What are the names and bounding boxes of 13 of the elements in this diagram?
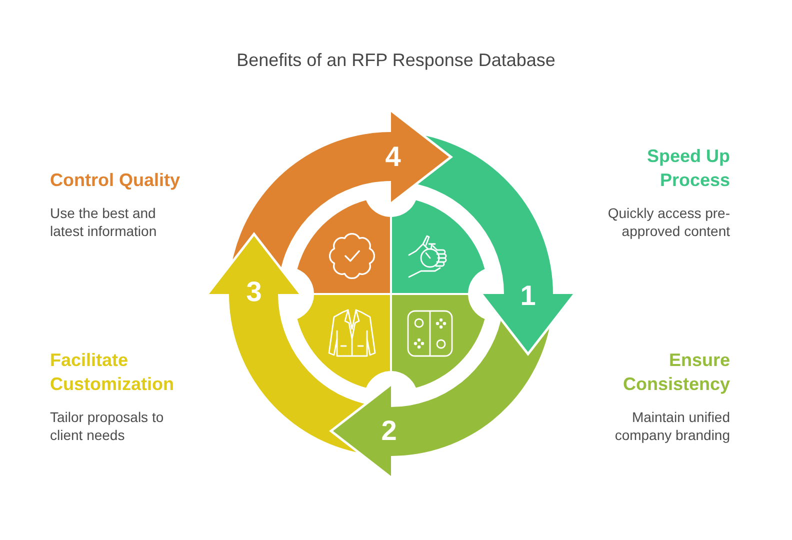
step-number: 3 xyxy=(246,277,262,307)
benefit-description: Maintain unified company branding xyxy=(614,408,730,444)
benefit-heading: Facilitate Customization xyxy=(50,349,175,396)
step-number: 2 xyxy=(381,416,397,446)
benefit-description: Use the best and latest information xyxy=(50,204,158,240)
step-number: 1 xyxy=(520,281,536,311)
step-number: 4 xyxy=(385,142,401,172)
benefit-description: Tailor proposals to client needs xyxy=(50,408,165,444)
benefit-description: Quickly access pre-approved content xyxy=(606,204,730,240)
benefit-heading: Speed Up Process xyxy=(646,145,730,192)
diagram-title: Benefits of an RFP Response Database xyxy=(236,49,556,72)
benefit-heading: Ensure Consistency xyxy=(622,349,730,396)
benefit-heading: Control Quality xyxy=(50,169,181,192)
